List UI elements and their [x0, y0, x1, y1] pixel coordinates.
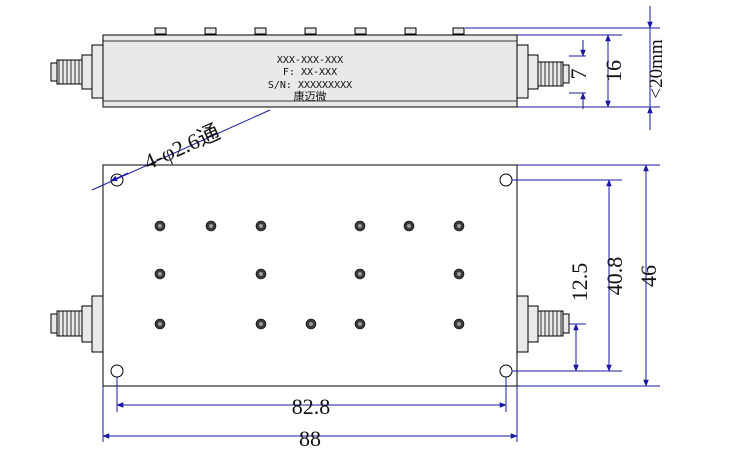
dim-height-16: 16 — [601, 60, 626, 82]
dim-height-40-8: 40.8 — [602, 257, 627, 296]
dim-width-88: 88 — [299, 426, 321, 451]
tuning-studs — [154, 27, 465, 35]
dim-width-82-8: 82.8 — [292, 394, 331, 419]
side-height-dimensions — [465, 6, 660, 130]
right-sma-connector — [516, 44, 570, 99]
right-connector-top — [516, 295, 570, 353]
left-sma-connector — [50, 44, 104, 99]
dim-height-7: 7 — [566, 69, 591, 80]
top-body — [102, 164, 518, 387]
dim-height-12-5: 12.5 — [567, 263, 592, 302]
side-view: XXX-XXX-XXX F: XX-XXX S/N: XXXXXXXXX 康迈微… — [50, 6, 667, 130]
dim-height-46: 46 — [636, 265, 661, 287]
width-dimensions — [102, 377, 518, 442]
tuning-screws — [154, 220, 465, 330]
left-connector-top — [50, 295, 104, 353]
top-view: 4-φ2.6通 12.5 40.8 46 82.8 88 — [50, 109, 661, 451]
label-line-3: S/N: XXXXXXXXX — [268, 80, 352, 91]
top-height-dimensions — [512, 164, 660, 387]
dim-height-20: <20mm — [646, 39, 667, 98]
label-line-4: 康迈微 — [294, 89, 327, 103]
side-body — [102, 34, 518, 108]
label-line-2: F: XX-XXX — [283, 67, 337, 78]
label-line-1: XXX-XXX-XXX — [277, 55, 343, 66]
